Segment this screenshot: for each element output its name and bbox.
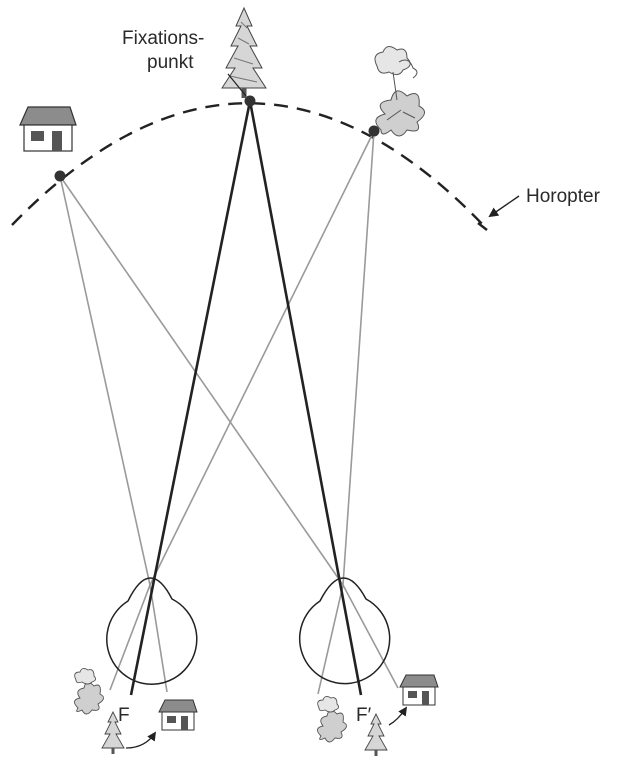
projection-line-house-right-eye <box>59 175 344 586</box>
house-icon <box>19 106 77 152</box>
fixation-point-dot <box>244 95 256 107</box>
left-eye <box>106 577 198 685</box>
projection-line-flower-left-eye <box>149 130 375 586</box>
projection-line-house-left-eye-retina <box>149 584 168 693</box>
left-retina-tree-icon <box>101 710 125 754</box>
fixation-lines <box>129 100 363 696</box>
right-retina-curved-arrow <box>388 706 408 726</box>
right-eye <box>298 577 391 685</box>
projection-line-flower-right-eye-retina <box>317 584 344 695</box>
left-retina-curved-arrow <box>125 731 157 749</box>
fixation-line-right-eye <box>248 100 363 696</box>
horopter-arc-end-tick <box>477 222 488 231</box>
fixation-point-label-line1: Fixations- <box>122 28 204 49</box>
left-retina-flower-icon <box>74 667 104 715</box>
house-point-dot <box>54 170 66 182</box>
right-eye-outline <box>298 577 391 685</box>
left-retina-house-icon <box>158 699 198 731</box>
flower-icon <box>374 46 425 137</box>
horopter-label: Horopter <box>526 186 601 207</box>
tree-icon <box>221 6 267 98</box>
projection-line-house-left-eye <box>59 175 151 586</box>
fovea-right-label: F′ <box>356 705 372 726</box>
flower-point-dot <box>368 125 380 137</box>
fixation-line-left-eye <box>129 100 252 696</box>
fovea-left-label: F <box>118 705 130 726</box>
right-retina-tree-icon <box>364 712 388 756</box>
projection-line-house-right-eye-retina <box>342 584 399 689</box>
right-retina-house-icon <box>399 674 439 706</box>
horopter-arrow <box>488 195 520 218</box>
projection-line-flower-left-eye-retina <box>109 584 151 691</box>
projection-line-flower-right-eye <box>342 130 375 586</box>
horopter-arc <box>11 102 487 229</box>
fixation-point-label-line2: punkt <box>147 52 194 73</box>
left-eye-outline <box>106 577 198 685</box>
projection-lines <box>59 130 399 695</box>
right-retina-flower-icon <box>317 695 347 743</box>
fixation-label-leader <box>227 73 247 97</box>
